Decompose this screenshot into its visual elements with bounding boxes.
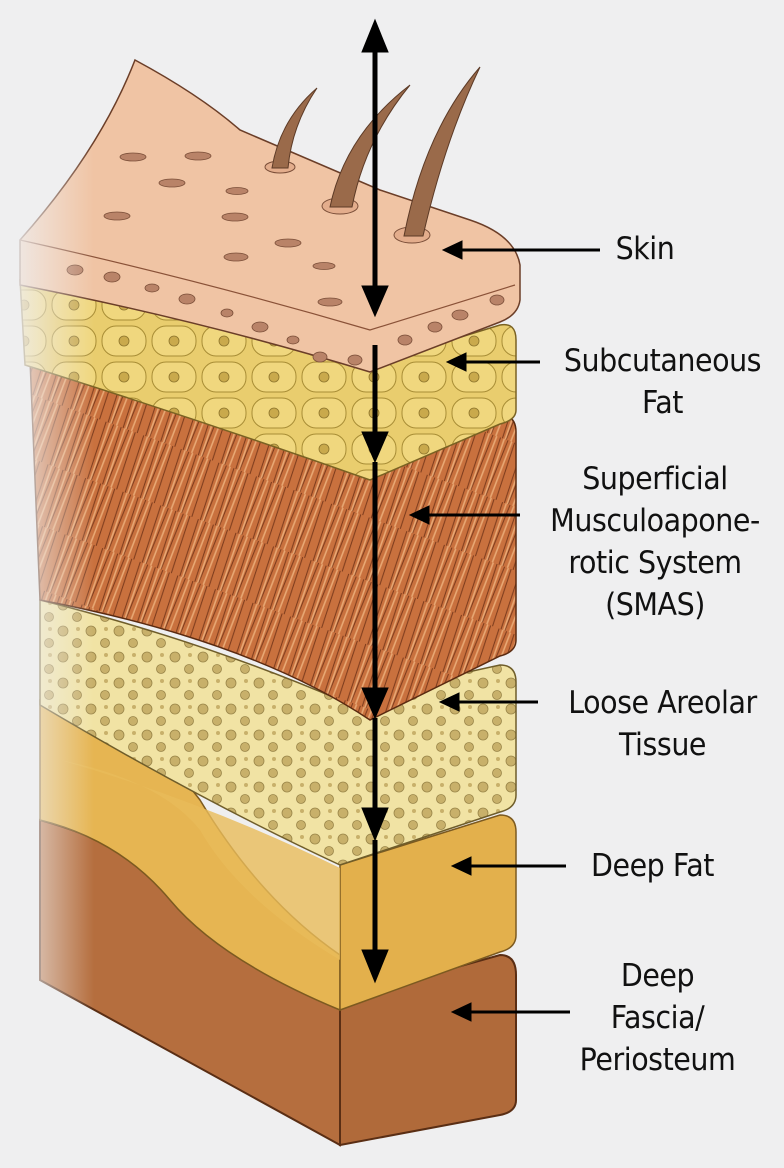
- label-deep-fascia-periosteum: Deep Fascia/ Periosteum: [579, 958, 736, 1078]
- arrow-down-icon: [361, 807, 389, 842]
- label-deep-fat: Deep Fat: [591, 848, 714, 884]
- arrow-down-icon: [361, 431, 389, 464]
- arrow-up-icon: [361, 18, 389, 53]
- arrow-down-icon: [361, 285, 389, 318]
- pointer-arrows: [408, 240, 600, 1022]
- label-skin: Skin: [615, 231, 675, 267]
- label-smas: Superficial Musculoapone- rotic System (…: [550, 461, 760, 623]
- label-loose-areolar-tissue: Loose Areolar Tissue: [568, 685, 757, 763]
- depth-arrows: [361, 18, 389, 984]
- arrow-down-icon: [361, 687, 389, 720]
- arrow-down-icon: [361, 949, 389, 984]
- label-subcutaneous-fat: Subcutaneous Fat: [563, 343, 762, 421]
